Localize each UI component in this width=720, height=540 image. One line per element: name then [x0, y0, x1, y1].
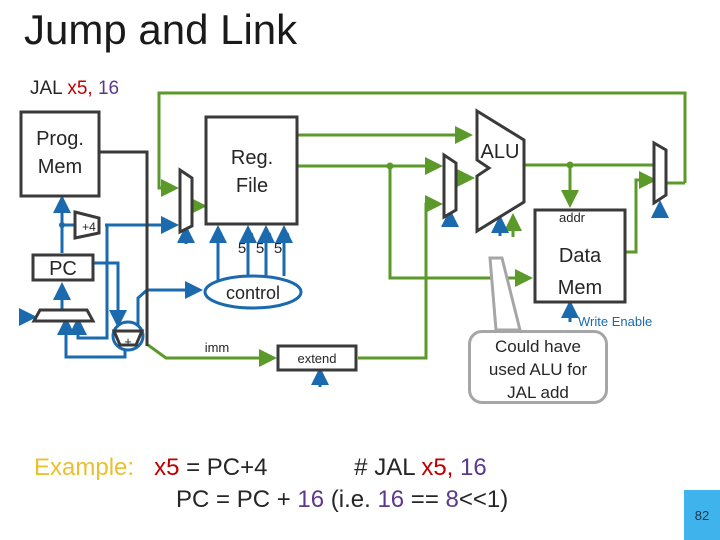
control-label: control: [226, 283, 280, 303]
page-number: 82: [684, 490, 720, 540]
example-dst: x5: [154, 454, 180, 481]
data-mem-label-2: Mem: [558, 277, 602, 299]
reg-file-label-2: File: [236, 175, 268, 197]
alu-block: [475, 108, 526, 234]
data-mem-block: [533, 208, 627, 304]
callout-pointer: [488, 256, 522, 332]
extend-label: extend: [297, 351, 336, 366]
reg-file-label-1: Reg.: [231, 147, 273, 169]
data-junctions: [386, 161, 574, 170]
example-l2-d: <<1): [458, 486, 509, 513]
extend-block: [276, 344, 358, 372]
control-wires: [19, 195, 669, 387]
adder-label: +: [124, 334, 132, 349]
data-mem-label-1: Data: [559, 245, 602, 267]
example-l2-eight: 8: [445, 486, 459, 513]
example-l2-b: (i.e.: [324, 486, 378, 513]
wb-mux: [652, 140, 668, 206]
wire-plus4-pcmux: [69, 225, 109, 340]
pc-block: [31, 253, 95, 282]
data-wires: [147, 91, 687, 367]
wire-imm: [147, 343, 277, 367]
alu-label: ALU: [481, 141, 520, 163]
prog-mem-label-2: Mem: [38, 156, 82, 178]
example-line1-rest: = PC+4: [179, 454, 268, 481]
pc-mux: [31, 308, 96, 323]
callout-line-3: JAL add: [507, 383, 569, 402]
example-block: Example: x5 = PC+4 # JAL x5, 16 PC = PC …: [34, 452, 508, 516]
junction-pc: [59, 222, 65, 228]
example-comment-rd: x5,: [421, 454, 454, 481]
pc-label: PC: [49, 258, 77, 280]
slide-title: Jump and Link: [24, 6, 298, 53]
instr-op: JAL: [30, 78, 63, 99]
wire-adder-pcmux: [57, 317, 127, 359]
wire-regb-datamem: [388, 166, 533, 287]
prog-mem-block: [19, 110, 101, 198]
instr-imm: 16: [97, 78, 120, 99]
prog-mem-label-1: Prog.: [36, 128, 84, 150]
wire-datamem-mux: [626, 171, 657, 254]
wire-pc-adder: [93, 261, 127, 328]
wire-adder-control: [136, 281, 203, 325]
wire-writeback: [157, 91, 687, 197]
write-enable-label: Write Enable: [578, 314, 652, 329]
example-l2-c: ==: [404, 486, 446, 513]
example-label: Example:: [34, 454, 135, 481]
example-l2-a: PC = PC +: [176, 486, 298, 513]
imm-label: imm: [205, 340, 230, 355]
callout-note: Could have used ALU for JAL add: [468, 330, 608, 404]
example-line-1: Example: x5 = PC+4 # JAL x5, 16: [34, 452, 508, 484]
example-comment: # JAL: [354, 454, 422, 481]
adder-block: [111, 329, 145, 347]
blocks: [19, 108, 668, 372]
plus4-block: [73, 210, 101, 240]
plus4-label: +4: [82, 220, 96, 234]
data-mem-addr-label: addr: [559, 210, 586, 225]
adder-highlight: [111, 320, 145, 352]
example-l2-imm: 16: [297, 486, 325, 513]
reg-width-1: 5: [238, 240, 246, 257]
reg-width-2: 5: [256, 240, 264, 257]
example-line-2: PC = PC + 16 (i.e. 16 == 8<<1): [34, 484, 508, 516]
instruction-label: JAL x5, 16: [30, 78, 119, 100]
callout-line-1: Could have: [494, 337, 581, 356]
example-l2-imm2: 16: [377, 486, 405, 513]
regfile-mux: [178, 167, 194, 235]
alu-mux: [442, 152, 458, 220]
reg-width-3: 5: [274, 240, 282, 257]
callout-line-2: used ALU for: [488, 360, 588, 379]
reg-file-block: [204, 115, 299, 226]
wire-progmem-instr: [99, 150, 149, 346]
control-unit: [203, 274, 303, 310]
example-comment-imm: 16: [453, 454, 487, 481]
wire-extend-mux: [358, 195, 443, 360]
instr-rd: x5,: [67, 78, 93, 99]
